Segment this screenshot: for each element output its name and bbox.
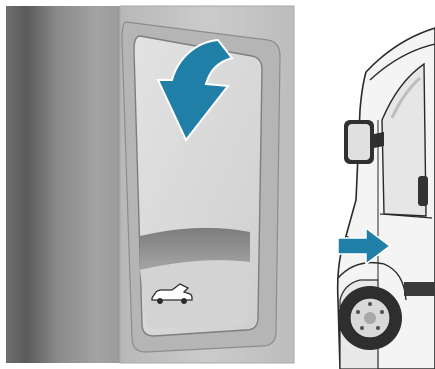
door-handle bbox=[418, 176, 428, 206]
hood-release-lever-illustration bbox=[0, 0, 300, 369]
door-pillar bbox=[6, 6, 120, 363]
van-side-illustration bbox=[300, 0, 435, 369]
front-wheel-icon bbox=[338, 286, 402, 350]
